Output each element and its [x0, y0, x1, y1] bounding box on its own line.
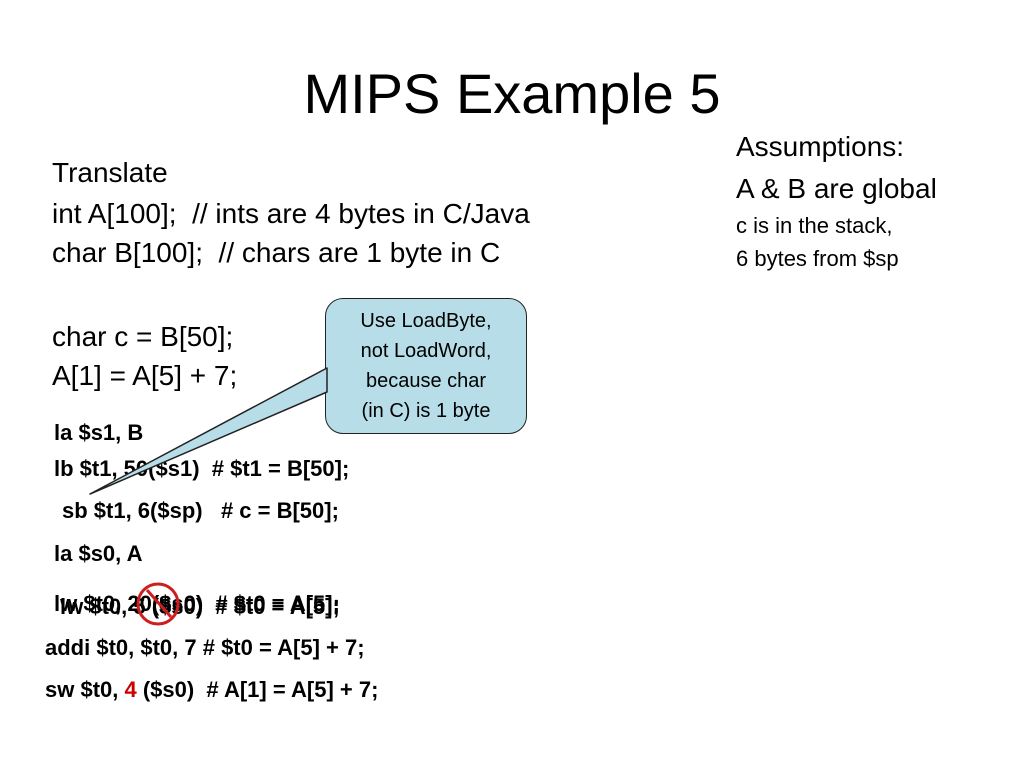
loadbyte-callout: Use LoadByte, not LoadWord, because char…	[325, 298, 527, 434]
char-array-decl: char B[100]; // chars are 1 byte in C	[52, 237, 501, 268]
callout-line-4: (in C) is 1 byte	[361, 400, 491, 422]
int-array-decl: int A[100]; // ints are 4 bytes in C/Jav…	[52, 198, 530, 229]
code-la-s0: la $s0, A	[54, 541, 143, 566]
callout-line-3: because char	[365, 370, 487, 392]
slide-title: MIPS Example 5	[303, 62, 721, 125]
code-lw-offset-5: lw $t0, 5 ($s0) # $t0 = A[5];	[60, 594, 340, 619]
assumption-offset: 6 bytes from $sp	[736, 246, 899, 271]
assumption-stack: c is in the stack,	[736, 213, 893, 238]
array-assign-statement: A[1] = A[5] + 7;	[52, 360, 238, 391]
code-sw-suffix: ($s0) # A[1] = A[5] + 7;	[136, 677, 379, 702]
code-sw-offset: 4	[124, 677, 137, 702]
char-c-statement: char c = B[50];	[52, 321, 234, 352]
callout-line-2: not LoadWord,	[360, 340, 492, 362]
code-sw: sw $t0, 4 ($s0) # A[1] = A[5] + 7;	[45, 676, 378, 704]
offset-circle	[136, 582, 180, 626]
assumptions-heading: Assumptions:	[736, 131, 905, 162]
offset-strike	[145, 589, 173, 618]
translate-label: Translate	[52, 157, 168, 188]
code-sw-prefix: sw $t0,	[45, 677, 125, 702]
callout-pointer	[89, 367, 328, 495]
assumption-global: A & B are global	[736, 173, 937, 204]
callout-line-1: Use LoadByte,	[360, 310, 492, 332]
code-sb: sb $t1, 6($sp) # c = B[50];	[62, 498, 339, 523]
code-addi: addi $t0, $t0, 7 # $t0 = A[5] + 7;	[45, 635, 365, 660]
code-lb: lb $t1, 50($s1) # $t1 = B[50];	[54, 456, 350, 481]
code-la-s1: la $s1, B	[54, 420, 144, 445]
